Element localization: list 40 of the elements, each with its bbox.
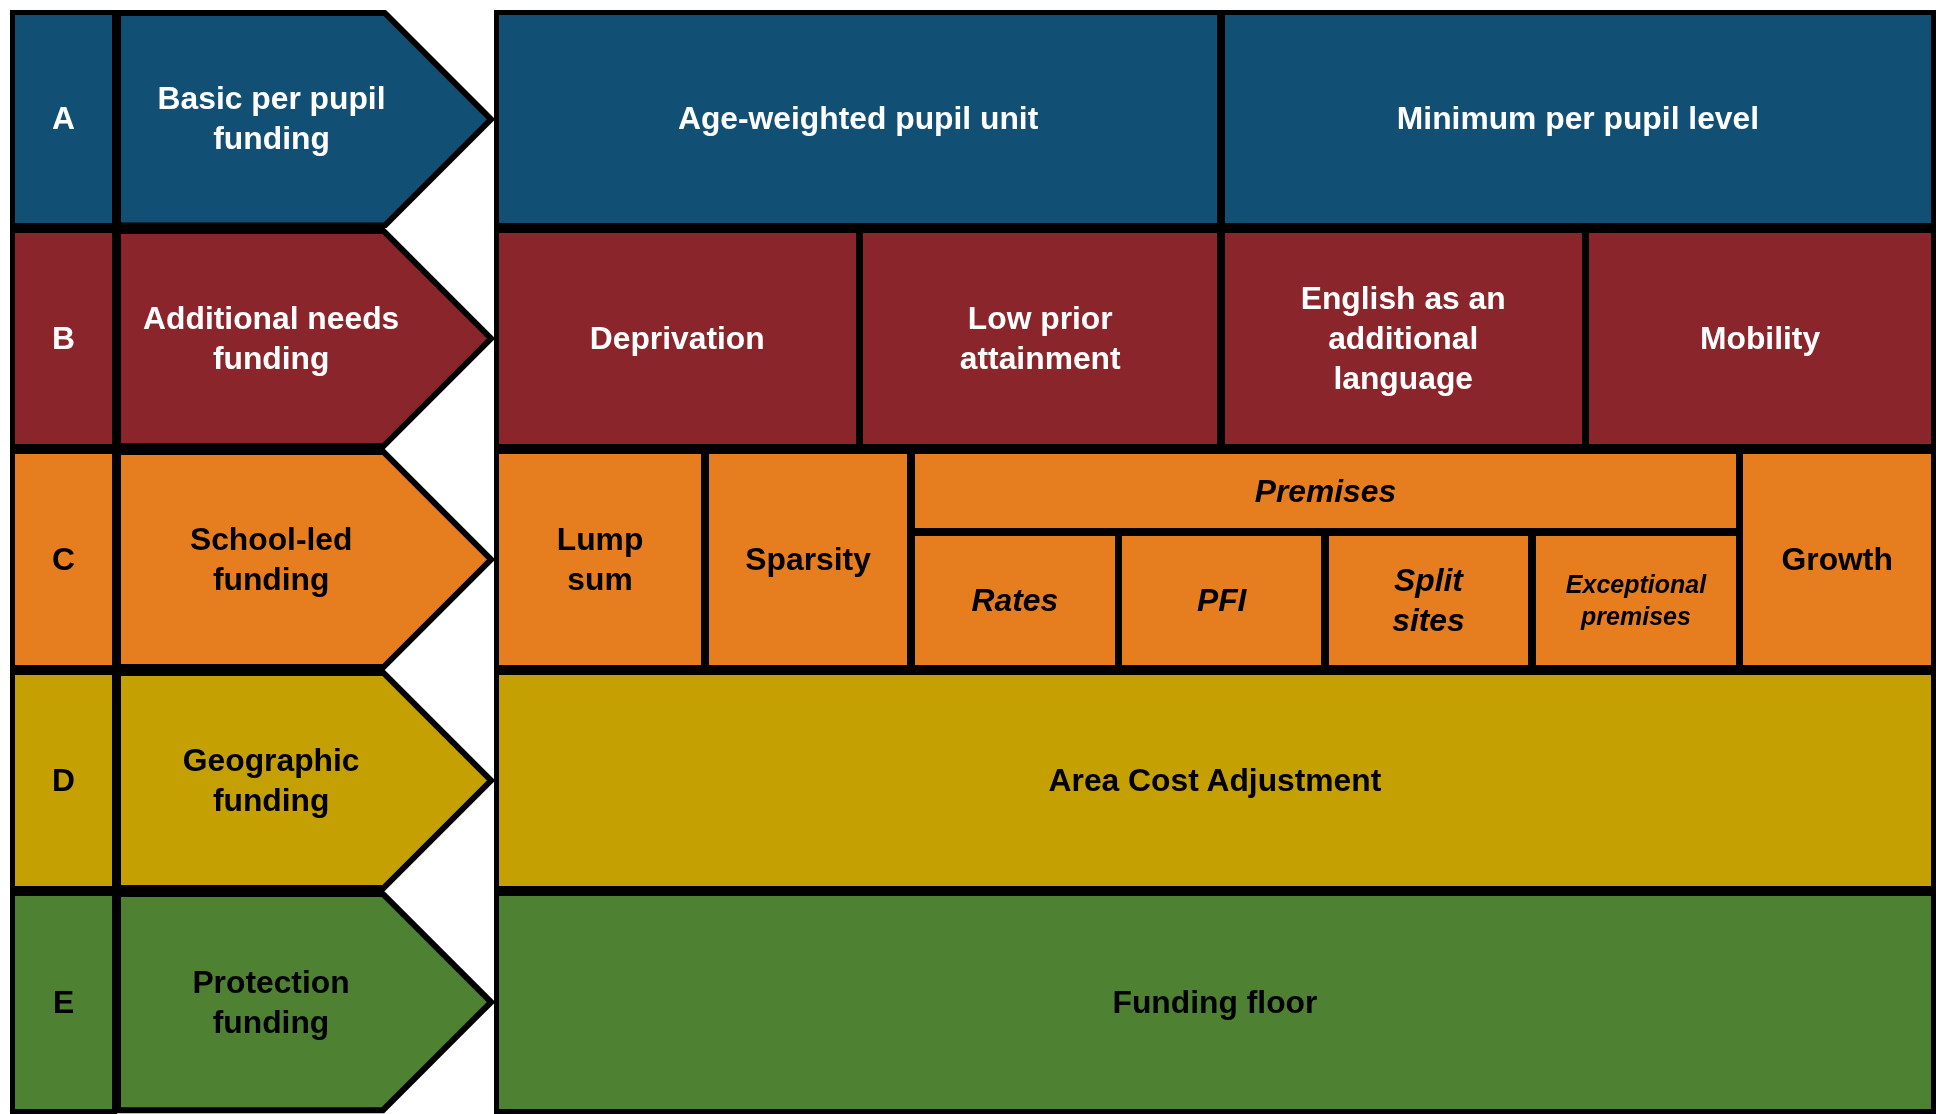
cell-text: C [51,540,77,580]
cell-text: Basic per pupil funding [156,79,387,159]
cell-text: B [51,319,77,358]
cell-text: Minimum per pupil level [1395,99,1760,139]
funding-cell [1117,530,1327,671]
cell-text: Lump sum [555,520,645,599]
cell-text: Funding floor [1111,982,1319,1022]
funding-cell [909,530,1120,671]
chevron-shape [114,891,494,1114]
cell-text: Exceptional premises [1564,569,1708,632]
cell-text: PFI [1196,580,1248,620]
funding-cell [1219,9,1936,229]
row-letter-box [9,9,118,229]
chevron-shape [114,449,494,671]
cell-text: D [51,761,77,801]
funding-cell [493,9,1223,229]
cell-text: Premises [1253,471,1398,511]
cell-text: Age-weighted pupil unit [676,99,1040,139]
chevron-shape [114,9,494,229]
funding-cell [1531,530,1741,671]
cell-text: Protection funding [191,962,351,1042]
chevron-shape [114,670,494,892]
cell-text: Low prior attainment [958,299,1122,378]
cell-text: Growth [1780,540,1894,580]
cell-text: Split sites [1391,560,1466,640]
chevron-shape [114,228,494,450]
funding-cell [909,449,1741,534]
row-letter-box [9,891,118,1114]
cell-text: School-led funding [188,520,354,599]
cell-text: Mobility [1699,319,1822,358]
cell-text: A [51,99,77,139]
cell-text: Area Cost Adjustment [1047,761,1383,801]
cell-text: E [51,982,76,1022]
cell-text: Geographic funding [181,741,361,820]
cell-text: English as an additional language [1299,279,1507,398]
cell-text: Additional needs funding [142,299,401,378]
cell-text: Sparsity [744,540,872,580]
cell-text: Rates [970,580,1060,620]
cell-text: Deprivation [588,319,766,358]
funding-cell [1323,530,1534,671]
